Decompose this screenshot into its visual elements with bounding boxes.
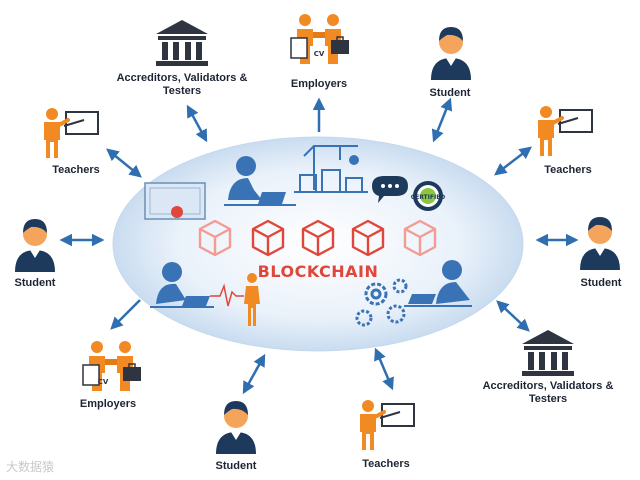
student-icon bbox=[431, 27, 471, 80]
label-accreditors-bottom: Accreditors, Validators & Testers bbox=[482, 380, 614, 405]
label-teachers-right: Teachers bbox=[544, 164, 592, 176]
watermark: 大数据猿 bbox=[6, 460, 55, 474]
student-icon bbox=[580, 217, 620, 270]
arrow-teachers-right bbox=[494, 146, 532, 176]
connector-arrows bbox=[59, 97, 579, 395]
label-student-top: Student bbox=[429, 87, 471, 99]
student-icon bbox=[216, 401, 256, 454]
teacher-icon bbox=[536, 104, 594, 158]
arrow-accreditors-bottom bbox=[496, 300, 530, 332]
handshake-icon bbox=[82, 340, 142, 392]
arrow-teachers-bottom bbox=[374, 347, 394, 391]
chat-bubble-icon bbox=[372, 176, 408, 203]
label-student-right: Student bbox=[580, 277, 622, 289]
cv-label-top: CV bbox=[314, 50, 325, 58]
institution-icon bbox=[156, 20, 208, 66]
certified-badge-text: CERTIFIED bbox=[411, 194, 446, 201]
arrow-accreditors-top bbox=[186, 104, 208, 143]
arrow-teachers-left bbox=[106, 148, 142, 178]
student-icon bbox=[15, 219, 55, 272]
arrow-student-bottom bbox=[242, 353, 266, 395]
cv-label-bottom: CV bbox=[98, 378, 109, 386]
blockchain-title: BLOCKCHAIN bbox=[257, 262, 379, 281]
label-student-bottom: Student bbox=[215, 460, 257, 472]
institution-icon bbox=[522, 330, 574, 376]
gears-icon bbox=[355, 278, 408, 327]
teacher-icon bbox=[358, 398, 416, 452]
label-accreditors-top: Accreditors, Validators & Testers bbox=[116, 72, 248, 97]
person-at-laptop-icon bbox=[404, 260, 472, 307]
label-teachers-left: Teachers bbox=[52, 164, 100, 176]
worker-at-laptop-icon bbox=[224, 156, 296, 206]
label-employers-top: Employers bbox=[290, 78, 348, 90]
certificate-icon bbox=[144, 182, 206, 220]
human-body-icon bbox=[244, 273, 260, 326]
label-teachers-bottom: Teachers bbox=[362, 458, 410, 470]
arrow-student-top bbox=[431, 97, 453, 143]
certified-badge-icon: CERTIFIED bbox=[411, 181, 446, 211]
arrow-employers-bottom bbox=[110, 299, 141, 330]
factory-crane-icon bbox=[294, 145, 368, 193]
doctor-at-laptop-icon bbox=[150, 262, 244, 308]
teacher-icon bbox=[42, 106, 100, 160]
label-student-left: Student bbox=[14, 277, 56, 289]
label-employers-bottom: Employers bbox=[79, 398, 137, 410]
